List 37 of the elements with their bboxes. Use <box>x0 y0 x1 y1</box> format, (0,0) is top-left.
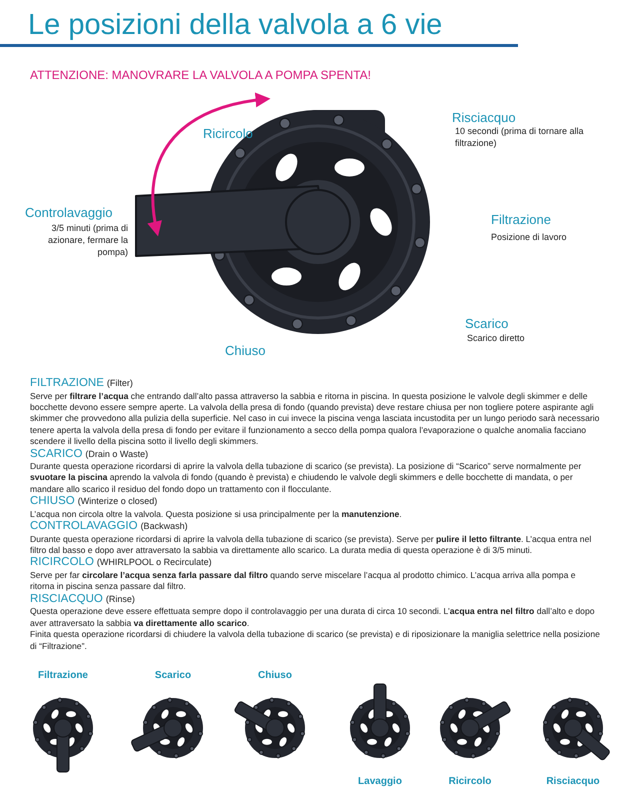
position-note: 3/5 minuti (prima di azionare, fermare la pompa) <box>46 222 128 258</box>
section-heading: RISCIACQUO <box>30 592 103 606</box>
position-caption: Chiuso <box>258 670 292 681</box>
description-paragraph: Serve per far circolare l’acqua senza farla passare dal filtro quando serve miscelare l’acqua al prodotto chimico. L’acqua arriva alla pompa e ritorna in piscina senza passare dal filtro. <box>30 570 577 593</box>
position-label: Chiuso <box>225 342 266 360</box>
position-label: Ricircolo <box>203 125 253 143</box>
section-heading: CONTROLAVAGGIO <box>30 520 138 534</box>
section-heading: FILTRAZIONE <box>30 377 104 390</box>
position-caption: Ricircolo <box>448 776 492 787</box>
description-paragraph: Serve per filtrare l’acqua che entrando dall’alto passa attraverso la sabbia e ritorna in piscina. In questa posizione le valvole degli skimmer e delle bocchette devono essere sempre aperte. La valvola della presa di fondo (quando prevista) deve restare chiusa per non togliere potere aspirante agli skimmer che provvedono alla pulizia della superficie. Nel caso in cui invece la piscina venga lasciata incustodita per un lungo periodo sarà necessario tenere aperta la valvola della presa di fondo per evitare il funzionamento a secco della pompa qualora l’evaporazione o qualche anomalia facciano scendere il livello della piscina sotto il livello degli skimmers. <box>30 390 600 448</box>
position-label: Controlavaggio <box>25 204 112 222</box>
warning-text: ATTENZIONE: MANOVRARE LA VALVOLA A POMPA SPENTA! <box>30 67 371 84</box>
position-caption: Risciacquo <box>546 776 600 787</box>
section-subtitle: (Drain o Waste) <box>85 448 148 461</box>
position-note: Posizione di lavoro <box>491 231 567 244</box>
section-subtitle: (Rinse) <box>106 592 135 606</box>
description-paragraph: L’acqua non circola oltre la valvola. Questa posizione si usa principalmente per la manutenzione. <box>30 508 403 520</box>
section-heading: CHIUSO <box>30 495 75 508</box>
position-label: Filtrazione <box>491 211 551 229</box>
position-note: Scarico diretto <box>467 332 525 345</box>
page-title: Le posizioni della valvola a 6 vie <box>28 8 442 42</box>
section-subtitle: (Backwash) <box>140 520 188 534</box>
position-caption: Filtrazione <box>38 670 88 681</box>
position-label: Risciacquo <box>452 109 516 127</box>
description-paragraph: Durante questa operazione ricordarsi di aprire la valvola della tubazione di scarico (se prevista). La posizione di “Scarico” serve normalmente per svuotare la piscina aprendo la valvola di fondo (quando è prevista) e chiudendo le valvole degli skimmers e delle bocchette di mandata, o per mandare allo scarico il residuo del fondo dopo un trattamento con il flocculante. <box>30 461 582 496</box>
position-caption: Lavaggio <box>358 776 402 787</box>
description-paragraph: Finita questa operazione ricordarsi di chiudere la valvola della tubazione di scarico (se prevista) e di riposizionare la maniglia selettrice nella posizione di “Filtrazione”. <box>30 629 601 652</box>
section-heading: RICIRCOLO <box>30 556 94 570</box>
section-subtitle: (WHIRLPOOL o Recirculate) <box>96 556 212 570</box>
section-subtitle: (Winterize o closed) <box>78 495 158 508</box>
section-heading: SCARICO <box>30 448 82 461</box>
description-paragraph: Questa operazione deve essere effettuata sempre dopo il controlavaggio per una durata di circa 10 secondi. L’acqua entra nel filtro dall’alto e dopo aver attraversato la sabbia va direttamente allo scarico. <box>30 606 596 630</box>
section-subtitle: (Filter) <box>106 377 133 390</box>
position-note: 10 secondi (prima di tornare alla filtrazione) <box>455 125 585 149</box>
position-label: Scarico <box>465 315 508 333</box>
description-paragraph: Durante questa operazione ricordarsi di aprire la valvola della tubazione di scarico (se prevista). Serve per pulire il letto filtrante. L’acqua entra nel filtro dal basso e dopo aver attraversato la sabbia va direttamente allo scarico. La durata media di questa operazione è di 3/5 minuti. <box>30 534 592 556</box>
position-caption: Scarico <box>154 670 192 681</box>
